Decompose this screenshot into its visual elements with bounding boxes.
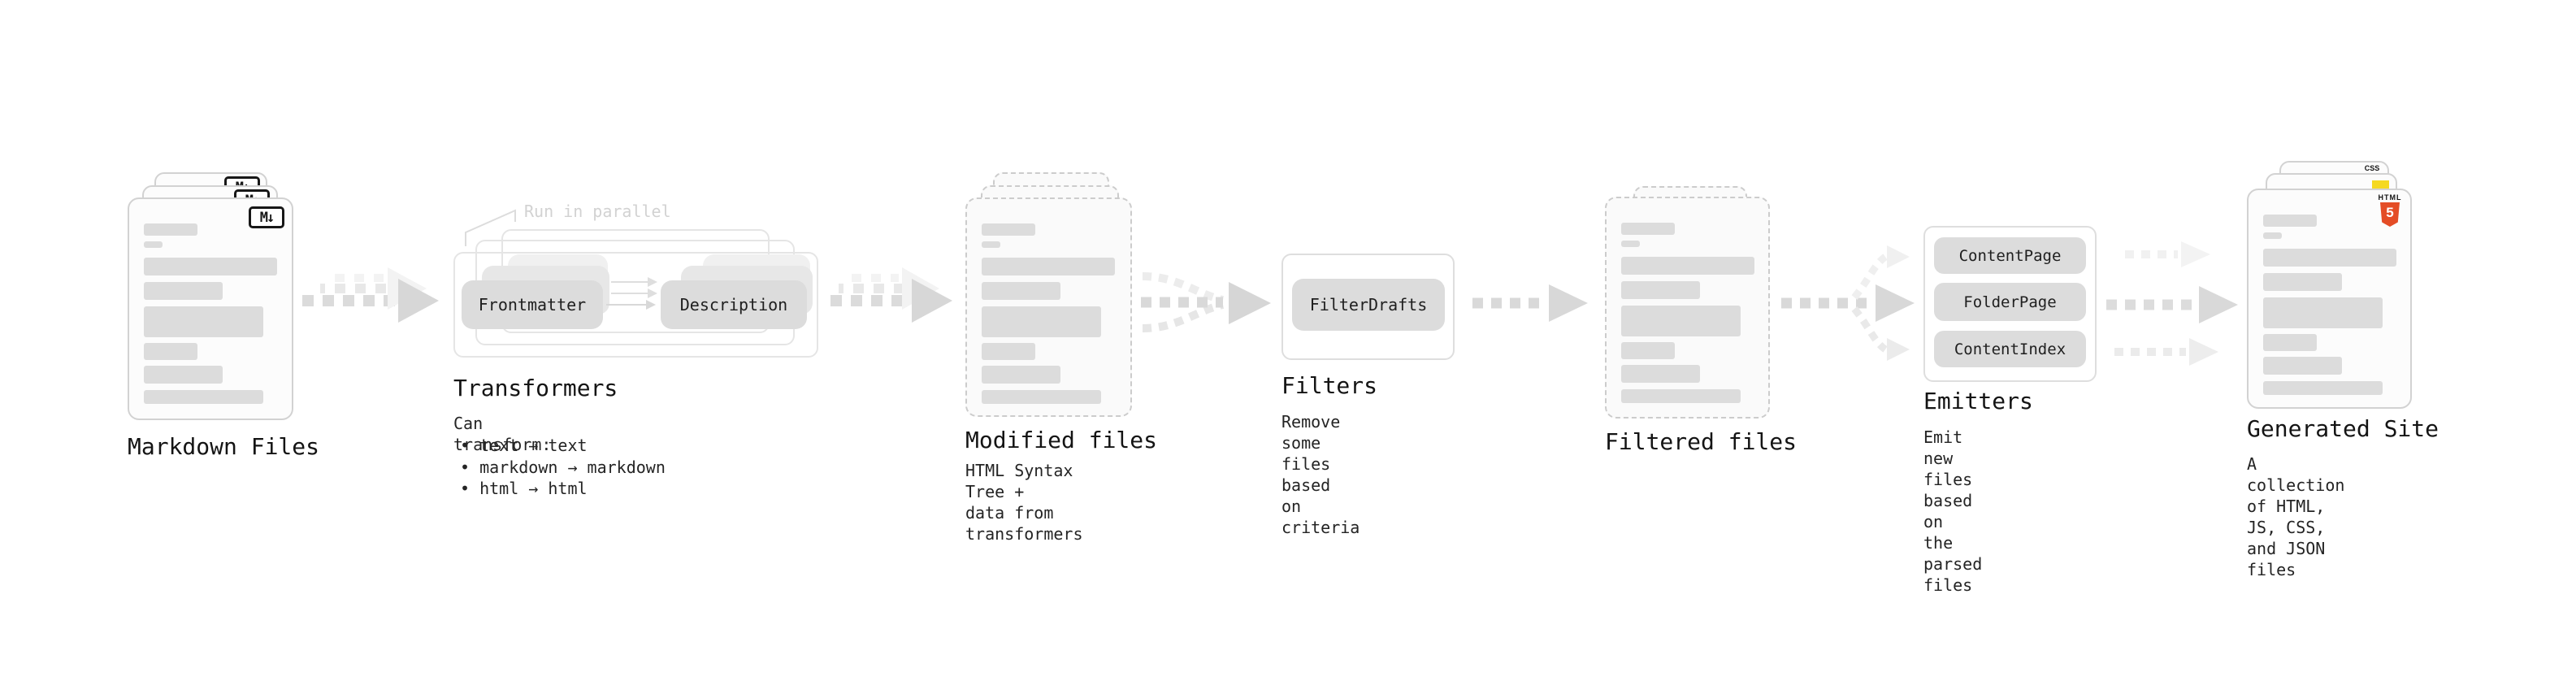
- html5-shield: [2380, 202, 2400, 227]
- transformers-desc-title: Can transform:: [453, 414, 552, 454]
- transformer-frame-front: [453, 252, 818, 358]
- contentpage-box: ContentPage: [1934, 237, 2086, 274]
- document-content-placeholder: [2263, 215, 2396, 395]
- arrow-filtered-to-emitters: [1781, 245, 1915, 361]
- transformers-bullet-list: • text → text • markdown → markdown • ht…: [453, 435, 666, 500]
- document-content-placeholder: [982, 223, 1115, 404]
- css-icon-label: CSS: [2364, 164, 2380, 172]
- filtered-file-card-front: [1605, 197, 1770, 419]
- filtered-files-label: Filtered files: [1605, 428, 1798, 455]
- transformers-label: Transformers: [453, 375, 618, 401]
- generated-file-card-front: HTML 5: [2247, 189, 2412, 409]
- markdown-icon: M↓: [249, 206, 284, 228]
- html5-icon: HTML 5: [2378, 193, 2402, 227]
- emitters-label: Emitters: [1923, 388, 2033, 414]
- html5-icon-number: 5: [2386, 205, 2394, 220]
- arrow-modified-to-filters: [1141, 272, 1271, 332]
- folderpage-box-label: FolderPage: [1963, 293, 2057, 311]
- bullet-item: • text → text: [460, 436, 588, 455]
- modified-files-desc: HTML Syntax Tree + data from transformer…: [965, 461, 1083, 544]
- filterdrafts-box: FilterDrafts: [1292, 279, 1445, 331]
- description-box: Description: [661, 280, 807, 329]
- arrow-filters-to-filtered: [1472, 284, 1588, 322]
- run-in-parallel-label: Run in parallel: [524, 202, 671, 221]
- arrow-transformers-to-modified: [830, 267, 952, 323]
- arrow-markdown-to-transformers: [302, 267, 439, 323]
- frontmatter-box: Frontmatter: [462, 280, 603, 329]
- document-content-placeholder: [144, 223, 277, 404]
- contentindex-box-label: ContentIndex: [1954, 340, 2066, 358]
- markdown-icon-label: M↓: [259, 209, 275, 226]
- emitters-desc: Emit new files based on the parsed files: [1923, 427, 1983, 595]
- generated-site-label: Generated Site: [2247, 415, 2439, 442]
- js-icon: [2372, 180, 2389, 190]
- document-content-placeholder: [1621, 223, 1754, 403]
- filters-label: Filters: [1281, 372, 1378, 399]
- markdown-files-label: Markdown Files: [128, 433, 320, 460]
- generated-site-desc: A collection of HTML, JS, CSS, and JSON …: [2247, 454, 2345, 579]
- filterdrafts-box-label: FilterDrafts: [1309, 295, 1428, 314]
- contentindex-box: ContentIndex: [1934, 331, 2086, 367]
- filters-desc: Remove some files based on criteria: [1281, 412, 1360, 537]
- modified-file-card-front: [965, 197, 1132, 417]
- bullet-item: • html → html: [460, 479, 588, 498]
- markdown-file-card-front: M↓: [128, 197, 293, 420]
- modified-files-label: Modified files: [965, 427, 1158, 453]
- description-box-label: Description: [679, 295, 788, 314]
- frontmatter-box-label: Frontmatter: [478, 295, 587, 314]
- html5-icon-word: HTML: [2378, 193, 2402, 202]
- contentpage-box-label: ContentPage: [1958, 246, 2062, 265]
- bullet-item: • markdown → markdown: [460, 457, 666, 477]
- folderpage-box: FolderPage: [1934, 283, 2086, 321]
- arrow-emitters-to-generated: [2106, 241, 2238, 366]
